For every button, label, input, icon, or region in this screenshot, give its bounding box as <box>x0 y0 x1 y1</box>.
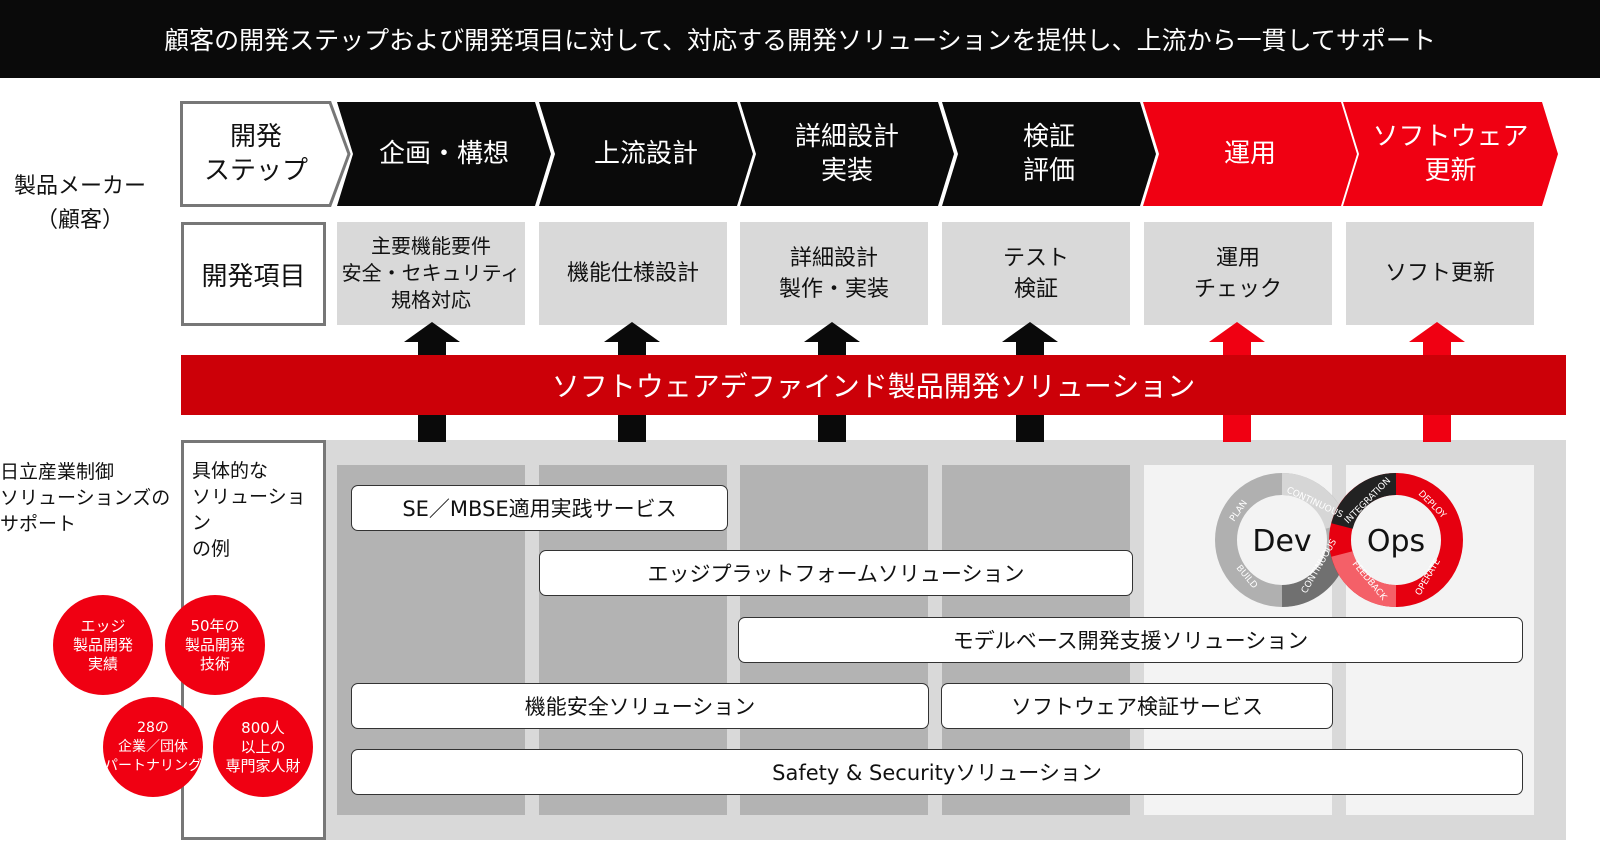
solution-edge-platform[interactable]: エッジプラットフォームソリューション <box>539 550 1133 596</box>
strength-badge: 28の 企業／団体 パートナリング <box>103 697 203 797</box>
strength-badge: 50年の 製品開発 技術 <box>165 595 265 695</box>
solution-software-verification[interactable]: ソフトウェア検証サービス <box>941 683 1333 729</box>
header-banner: 顧客の開発ステップおよび開発項目に対して、対応する開発ソリューションを提供し、上… <box>0 0 1600 78</box>
dev-item: 運用 チェック <box>1144 222 1332 325</box>
solution-safety-security[interactable]: Safety & Securityソリューション <box>351 749 1523 795</box>
devops-logo: PLAN CONTINUOUS BUILD CONTINUOUS INTEGRA… <box>1215 473 1463 607</box>
dev-item: 機能仕様設計 <box>539 222 727 325</box>
devops-ops: Ops <box>1367 524 1425 559</box>
header-title: 顧客の開発ステップおよび開発項目に対して、対応する開発ソリューションを提供し、上… <box>164 26 1436 55</box>
solution-banner: ソフトウェアデファインド製品開発ソリューション <box>181 355 1566 415</box>
support-label: 日立産業制御 ソリューションズの サポート <box>0 461 171 535</box>
step-planning: 企画・構想 <box>337 102 551 206</box>
step-detail-design: 詳細設計 実装 <box>740 102 954 206</box>
strength-badge: エッジ 製品開発 実績 <box>53 595 153 695</box>
steps-label: 開発 ステップ <box>203 122 308 186</box>
steps-label-box <box>180 101 351 207</box>
strength-badge: 800人 以上の 専門家人財 <box>213 697 313 797</box>
dev-item: ソフト更新 <box>1346 222 1534 325</box>
step-label: 上流設計 <box>593 139 698 169</box>
dev-item: 主要機能要件 安全・セキュリティ 規格対応 <box>337 222 525 325</box>
examples-label: 具体的な ソリューション の例 <box>192 460 306 560</box>
step-label: 検証 評価 <box>1022 122 1075 186</box>
step-label: 運用 <box>1223 139 1276 169</box>
solution-model-based[interactable]: モデルベース開発支援ソリューション <box>738 617 1523 663</box>
devops-dev: Dev <box>1252 524 1311 559</box>
dev-item: テスト 検証 <box>942 222 1130 325</box>
step-verification: 検証 評価 <box>942 102 1156 206</box>
step-software-update: ソフトウェア 更新 <box>1343 102 1558 206</box>
step-label: 詳細設計 実装 <box>794 122 899 186</box>
step-operation: 運用 <box>1143 102 1357 206</box>
dev-items-label: 開発項目 <box>181 222 326 326</box>
dev-item: 詳細設計 製作・実装 <box>740 222 928 325</box>
step-label: 企画・構想 <box>378 139 509 169</box>
customer-label: 製品メーカー （顧客） <box>13 174 146 233</box>
step-upstream-design: 上流設計 <box>539 102 753 206</box>
solution-se-mbse[interactable]: SE／MBSE適用実践サービス <box>351 485 728 531</box>
solution-functional-safety[interactable]: 機能安全ソリューション <box>351 683 929 729</box>
step-label: ソフトウェア 更新 <box>1372 122 1529 186</box>
